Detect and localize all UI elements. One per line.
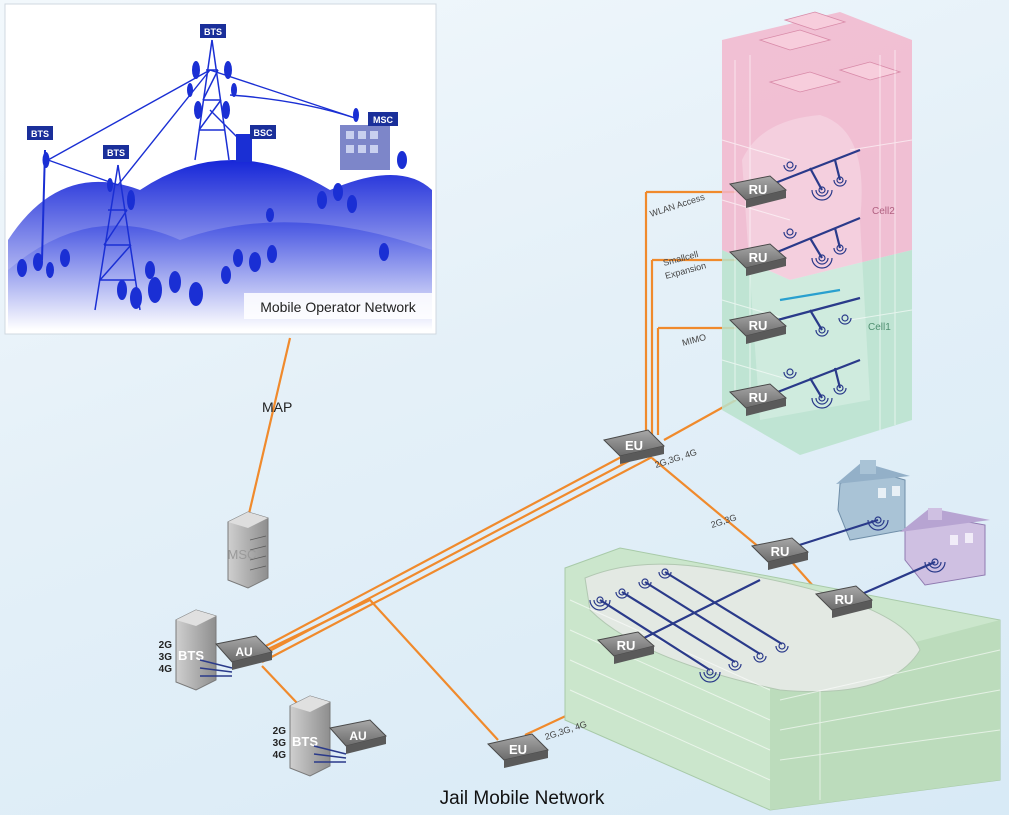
bts-core-1-label: BTS [178, 648, 204, 663]
eu-unit-tower-label: EU [625, 438, 643, 453]
bts-label-left: BTS [27, 126, 53, 140]
msc-server: MSC [227, 511, 269, 589]
mimo-cable [779, 288, 841, 302]
house-cables [789, 518, 936, 599]
ru-unit-1-label: RU [749, 182, 768, 197]
eu-unit-jail-label: EU [509, 742, 527, 757]
bts-core-2-label: BTS [292, 734, 318, 749]
gen-4g-2: 4G [273, 750, 287, 761]
bts-tower-center [194, 39, 230, 161]
ru-unit-2: RU [728, 243, 788, 276]
au-unit-2-label: AU [349, 729, 366, 743]
au-unit-2: AU [329, 719, 387, 754]
ru-unit-4-label: RU [749, 390, 768, 405]
ru-unit-3: RU [728, 311, 788, 344]
map-link-label: MAP [262, 399, 292, 415]
gen-4g-1: 4G [159, 664, 173, 675]
msc-label-inset: MSC [368, 112, 398, 126]
msc-server-label: MSC [228, 547, 257, 562]
antennas-left [107, 178, 135, 210]
ru-unit-1: RU [728, 175, 788, 208]
ru-unit-jail: RU [596, 631, 656, 664]
cell1-label: Cell1 [868, 322, 891, 333]
antennas-center [187, 61, 237, 119]
bsc-label: BSC [250, 125, 276, 139]
bts-label-center-text: BTS [204, 27, 222, 37]
ru-unit-2-label: RU [749, 250, 768, 265]
inset-links [47, 69, 356, 186]
ru-unit-3-label: RU [749, 318, 768, 333]
bsc-building [236, 134, 252, 162]
gen-2g-1: 2G [159, 640, 173, 651]
bts-label-left-text: BTS [31, 129, 49, 139]
gen-2g-2: 2G [273, 726, 287, 737]
bts-core-1: BTS 2G 3G 4G [159, 609, 233, 691]
ru-unit-4: RU [728, 383, 788, 416]
msc-building [340, 108, 390, 170]
bts-core-2: BTS 2G 3G 4G [273, 695, 347, 777]
cell2-label: Cell2 [872, 206, 895, 217]
inset-caption: Mobile Operator Network [260, 299, 417, 315]
map-link [246, 337, 292, 519]
ru-unit-house-2: RU [814, 585, 874, 618]
msc-label-inset-text: MSC [373, 115, 394, 125]
fiber-links [246, 190, 823, 741]
gen-3g-1: 3G [159, 652, 173, 663]
bts-label-mid: BTS [103, 145, 129, 159]
bts-tower-left [94, 164, 141, 311]
ru-unit-house-1-label: RU [771, 544, 790, 559]
tower-cables [769, 148, 861, 399]
ru-unit-house-1: RU [750, 537, 810, 570]
eu-unit-jail: EU [487, 733, 549, 768]
trees [17, 151, 407, 309]
bts-label-center: BTS [200, 24, 226, 38]
diagram-title: Jail Mobile Network [440, 788, 605, 809]
house-2 [900, 508, 990, 586]
caption-backdrop [244, 293, 432, 319]
ru-unit-house-2-label: RU [835, 592, 854, 607]
gen-3g-2: 3G [273, 738, 287, 749]
mimo-label: MIMO [681, 332, 707, 348]
antenna-symbols [589, 161, 946, 683]
eu-unit-tower: EU [603, 429, 665, 464]
wlan-access-label: WLAN Access [649, 192, 707, 219]
cell2-zone [722, 12, 912, 280]
mobile-operator-inset: BTS BTS BTS BSC MSC Mobile Operator Netw… [4, 3, 437, 335]
au-unit-1: AU [215, 635, 273, 670]
bts-label-mid-text: BTS [107, 148, 125, 158]
au-unit-1-label: AU [235, 645, 252, 659]
ru-unit-jail-label: RU [617, 638, 636, 653]
bts-mast-left [41, 149, 50, 261]
bsc-label-text: BSC [253, 128, 273, 138]
jail-cables [599, 571, 783, 671]
jail-building [564, 547, 1001, 811]
